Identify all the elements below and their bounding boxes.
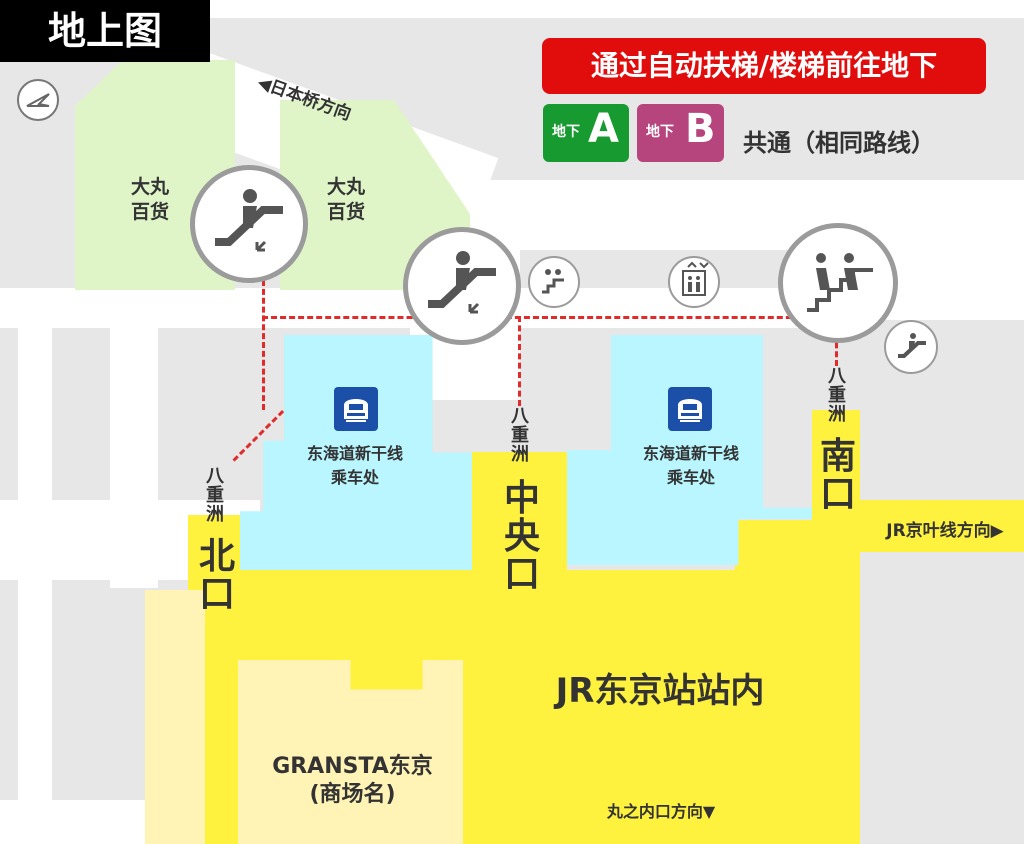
jr-area-lower-right: [735, 520, 860, 580]
stairs-icon-small: [528, 256, 580, 308]
marunouchi-direction: 丸之内口方向▼: [606, 802, 716, 821]
tokaido-left-label-1: 东海道新干线: [306, 444, 403, 463]
daimaru-left-label-1: 大丸: [130, 176, 169, 198]
page-title: 地上图: [47, 9, 162, 53]
granstar-label-2: (商场名): [309, 782, 396, 807]
shinkansen-icon-left: [334, 387, 378, 431]
central-exit-station: 八重洲: [511, 406, 529, 465]
elevator-icon: [668, 256, 720, 308]
keiyo-corridor: [860, 500, 1024, 552]
south-exit-station: 八重洲: [828, 366, 846, 425]
south-exit-name: 南口: [819, 436, 856, 515]
keiyo-direction: JR京叶线方向▶: [886, 521, 1004, 541]
title-box: [0, 0, 210, 62]
daimaru-right-label-1: 大丸: [326, 176, 365, 198]
common-route-text: 共通（相同路线）: [743, 129, 935, 157]
north-exit-station: 八重洲: [206, 466, 224, 525]
jr-station-inside-label: JR东京站站内: [555, 671, 765, 711]
underground-route-banner: 通过自动扶梯/楼梯前往地下: [542, 38, 986, 94]
path-horizontal: [262, 316, 837, 319]
jr-area-center: [472, 452, 567, 582]
badge-a-letter: A: [588, 106, 619, 152]
path-north-vertical: [262, 280, 265, 410]
top-road: [0, 0, 1024, 18]
badge-a: 地下 A: [543, 104, 629, 162]
banner-text: 通过自动扶梯/楼梯前往地下: [590, 49, 938, 82]
central-exit-name: 中央口: [503, 478, 540, 595]
tokaido-right-label-2: 乘车处: [666, 468, 715, 487]
daimaru-right-label-2: 百货: [326, 201, 365, 223]
badge-b-letter: B: [685, 106, 716, 152]
tokaido-right-label-1: 东海道新干线: [642, 444, 739, 463]
granstar-area: [238, 660, 463, 844]
daimaru-left-label-2: 百货: [130, 201, 169, 223]
tokaido-left-label-2: 乘车处: [330, 468, 379, 487]
escalator-icon-small: [884, 320, 938, 374]
path-central-vertical: [518, 316, 521, 406]
badge-b-prefix: 地下: [646, 124, 674, 140]
badge-a-prefix: 地下: [552, 124, 580, 140]
badge-b: 地下 B: [637, 104, 724, 162]
granstar-label-1: GRANSTA东京: [272, 754, 433, 779]
upper-right-road: [470, 180, 1024, 250]
escalator-icon-north: [190, 165, 308, 283]
north-exit-name: 北口: [198, 536, 235, 615]
stairs-icon-south: [778, 223, 898, 343]
escalator-icon-central: [403, 227, 521, 345]
granstar-area-left: [145, 590, 205, 844]
north-arrow-icon: [17, 79, 59, 121]
bottom-left-road: [0, 800, 160, 844]
shinkansen-icon-right: [668, 387, 712, 431]
